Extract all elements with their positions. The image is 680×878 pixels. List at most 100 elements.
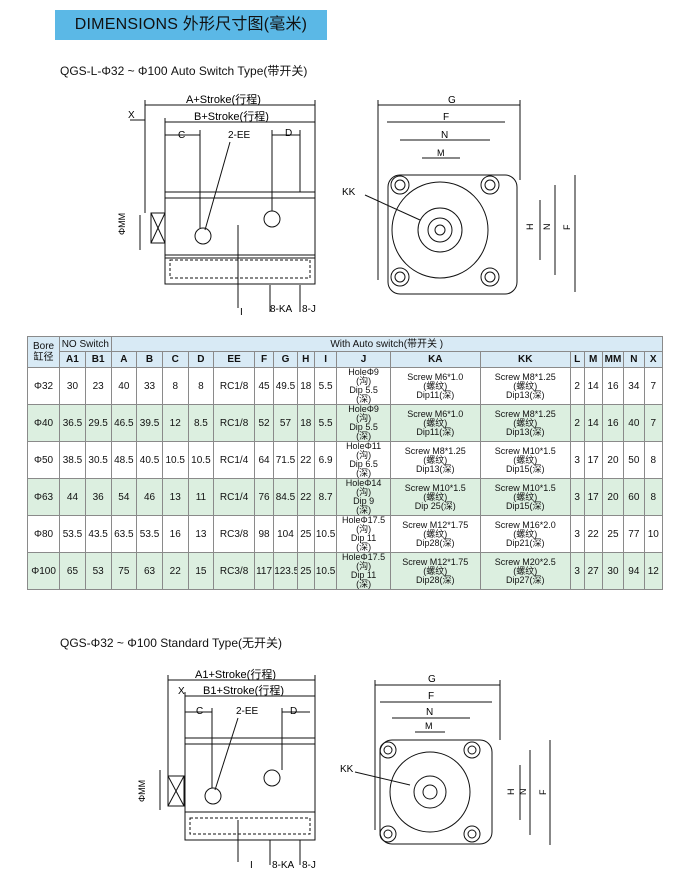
table-cell: Φ40	[26, 404, 61, 442]
table-cell: 10.5	[313, 515, 338, 553]
cell-line: Screw M16*2.0	[494, 519, 556, 530]
table-cell: 50	[623, 441, 645, 479]
table-cell: HoleΦ9(沟)Dip 5.5(深)	[336, 404, 391, 442]
cell-line: Screw M20*2.5	[494, 556, 556, 567]
table-cell: 22	[583, 515, 603, 553]
cell-line: (螺纹)	[513, 380, 538, 391]
cell-line: Screw M12*1.75	[402, 556, 469, 567]
table-cell: 53	[84, 552, 112, 590]
cell-line: Dip13(深)	[505, 426, 545, 437]
cell-line: Dip15(深)	[505, 463, 545, 474]
g-label: G	[448, 95, 456, 106]
m-label: M	[437, 148, 445, 158]
table-cell: Screw M10*1.5(螺纹)Dip 25(深)	[389, 478, 481, 516]
b-stroke-label: B+Stroke(行程)	[194, 110, 269, 123]
col-header: H	[296, 351, 315, 368]
table-cell: RC1/8	[213, 404, 255, 442]
cell-line: (螺纹)	[513, 565, 538, 576]
col-header: M	[583, 351, 603, 368]
col-header: B1	[84, 351, 112, 368]
table-cell: 22	[296, 478, 315, 516]
cell-line: Dip 11	[350, 533, 377, 543]
f-label: F	[428, 691, 434, 702]
page-title: DIMENSIONS 外形尺寸图(毫米)	[74, 16, 308, 33]
table-cell: Screw M16*2.0(螺纹)Dip21(深)	[479, 515, 571, 553]
table-cell: 33	[136, 367, 163, 405]
table-cell: 30.5	[84, 441, 112, 479]
b-stroke-label: B1+Stroke(行程)	[203, 684, 284, 697]
table-cell: 16	[601, 404, 625, 442]
with-switch-header: With Auto switch(带开关 )	[110, 336, 663, 352]
cell-line: Dip13(深)	[505, 389, 545, 400]
table-cell: 40	[110, 367, 138, 405]
d-label: D	[285, 128, 292, 139]
title-banner: DIMENSIONS 外形尺寸图(毫米)	[55, 10, 327, 40]
cell-line: Dip15(深)	[505, 500, 545, 511]
h-label: H	[525, 224, 535, 231]
cell-line: Dip21(深)	[505, 537, 545, 548]
cell-line: (螺纹)	[423, 565, 448, 576]
table-cell: 20	[601, 478, 625, 516]
table-cell: Screw M12*1.75(螺纹)Dip28(深)	[389, 515, 481, 553]
column-header-row: A1 B1 A B C D EE F G H I J KA KK L M MM …	[28, 351, 664, 368]
table-cell: 27	[583, 552, 603, 590]
table-cell: 11	[187, 478, 215, 516]
cell-line: Dip 25(深)	[414, 500, 456, 511]
table-cell: 17	[583, 478, 603, 516]
table-cell: Φ63	[26, 478, 61, 516]
table-cell: Screw M12*1.75(螺纹)Dip28(深)	[389, 552, 481, 590]
cell-line: Screw M8*1.25	[494, 371, 556, 382]
col-header: I	[313, 351, 338, 368]
table-cell: 53.5	[59, 515, 86, 553]
cell-line: (深)	[356, 505, 372, 515]
table-cell: Screw M6*1.0(螺纹)Dip11(深)	[389, 404, 481, 442]
col-header: KA	[389, 351, 481, 368]
port-circle-d	[263, 769, 281, 787]
ee-label: 2-EE	[236, 706, 259, 717]
table-cell: 13	[187, 515, 215, 553]
ka-label: 8-KA	[270, 304, 293, 315]
table-cell: 123.5	[273, 552, 298, 590]
col-header: N	[623, 351, 645, 368]
auto-switch-drawing: A+Stroke(行程) B+Stroke(行程) X C 2-EE D ΦMM…	[117, 93, 576, 318]
cell-line: (螺纹)	[423, 380, 448, 391]
table-cell: 65	[59, 552, 86, 590]
table-cell: 40	[623, 404, 645, 442]
table-cell: 75	[110, 552, 138, 590]
cell-line: HoleΦ11	[346, 441, 382, 451]
cell-line: Screw M8*1.25	[404, 445, 466, 456]
no-switch-header: NO Switch	[59, 336, 112, 352]
cell-line: Dip13(深)	[416, 463, 455, 474]
n-label: N	[426, 707, 433, 718]
f-vertical-label: F	[562, 224, 572, 230]
table-cell: 16	[161, 515, 189, 553]
table-cell: 8.5	[187, 404, 215, 442]
table-cell: 94	[623, 552, 645, 590]
col-header: X	[643, 351, 664, 368]
table-cell: 10.5	[313, 552, 338, 590]
f-vertical-label: F	[538, 789, 548, 795]
table-cell: 98	[253, 515, 275, 553]
cell-line: Screw M8*1.25	[494, 408, 556, 419]
table-cell: 117	[253, 552, 275, 590]
table-cell: 8	[643, 441, 664, 479]
table-cell: 22	[296, 441, 315, 479]
table-cell: 52	[253, 404, 275, 442]
table-cell: 30	[601, 552, 625, 590]
table-cell: Φ80	[26, 515, 61, 553]
table-cell: 12	[161, 404, 189, 442]
cell-line: HoleΦ17.5	[341, 515, 386, 525]
cell-line: (螺纹)	[423, 491, 448, 502]
kk-label: KK	[340, 764, 354, 775]
cylinder-body-side	[184, 737, 316, 841]
x-label: X	[128, 110, 135, 121]
table-cell: 5.5	[313, 367, 338, 405]
table-cell: 104	[273, 515, 298, 553]
cell-line: (深)	[356, 468, 372, 478]
table-cell: 7	[643, 404, 664, 442]
table-cell: 14	[583, 404, 603, 442]
